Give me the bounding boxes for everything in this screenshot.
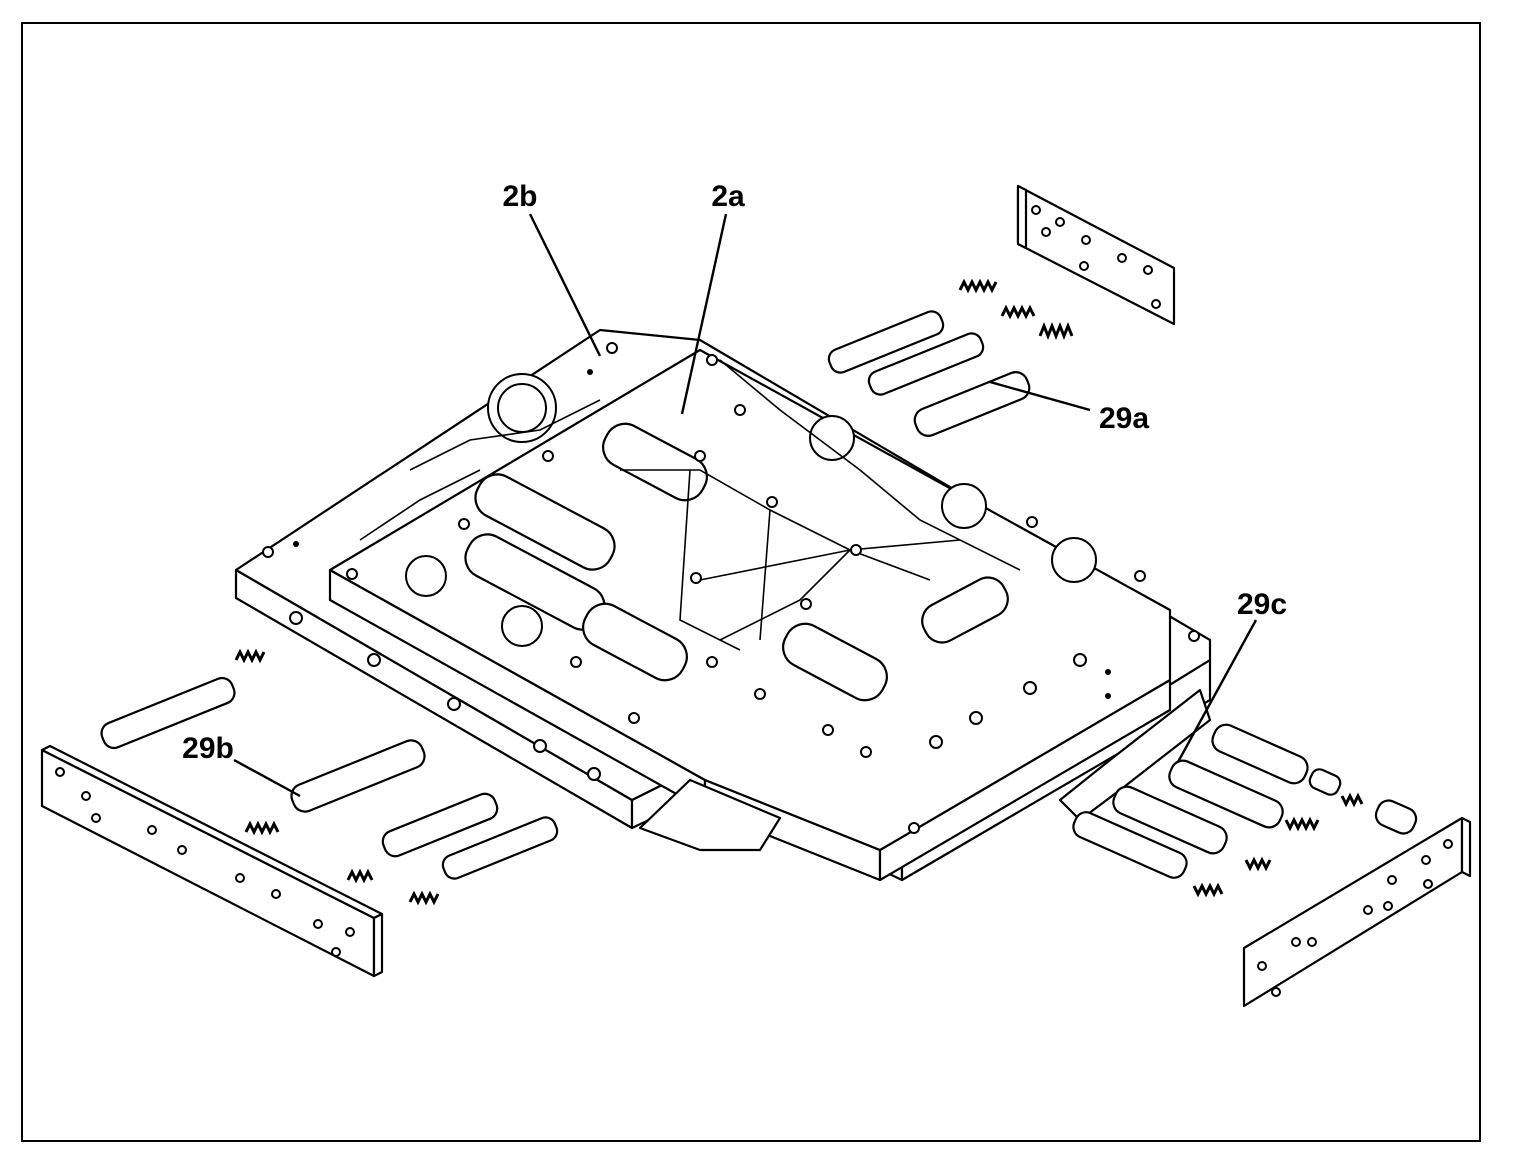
leader-2a bbox=[680, 213, 728, 415]
leader-2b bbox=[528, 213, 602, 357]
end-plate-29b bbox=[40, 744, 384, 978]
callout-29a: 29a bbox=[1099, 402, 1149, 435]
valve-body bbox=[234, 328, 1212, 882]
callout-29c: 29c bbox=[1237, 588, 1287, 621]
callout-2a: 2a bbox=[711, 180, 745, 213]
leader-29b bbox=[233, 758, 301, 798]
figure-frame bbox=[21, 22, 1481, 1142]
end-plate-29c bbox=[1242, 816, 1472, 1008]
callout-2b: 2b bbox=[502, 180, 537, 213]
leader-29c bbox=[1176, 619, 1258, 763]
callout-29b: 29b bbox=[182, 732, 234, 765]
leader-29a bbox=[989, 380, 1091, 412]
end-plate-29a bbox=[1016, 184, 1176, 326]
valve-group-29a bbox=[827, 278, 1074, 437]
valve-group-29c bbox=[1072, 723, 1418, 898]
valve-group-29b bbox=[100, 648, 559, 906]
